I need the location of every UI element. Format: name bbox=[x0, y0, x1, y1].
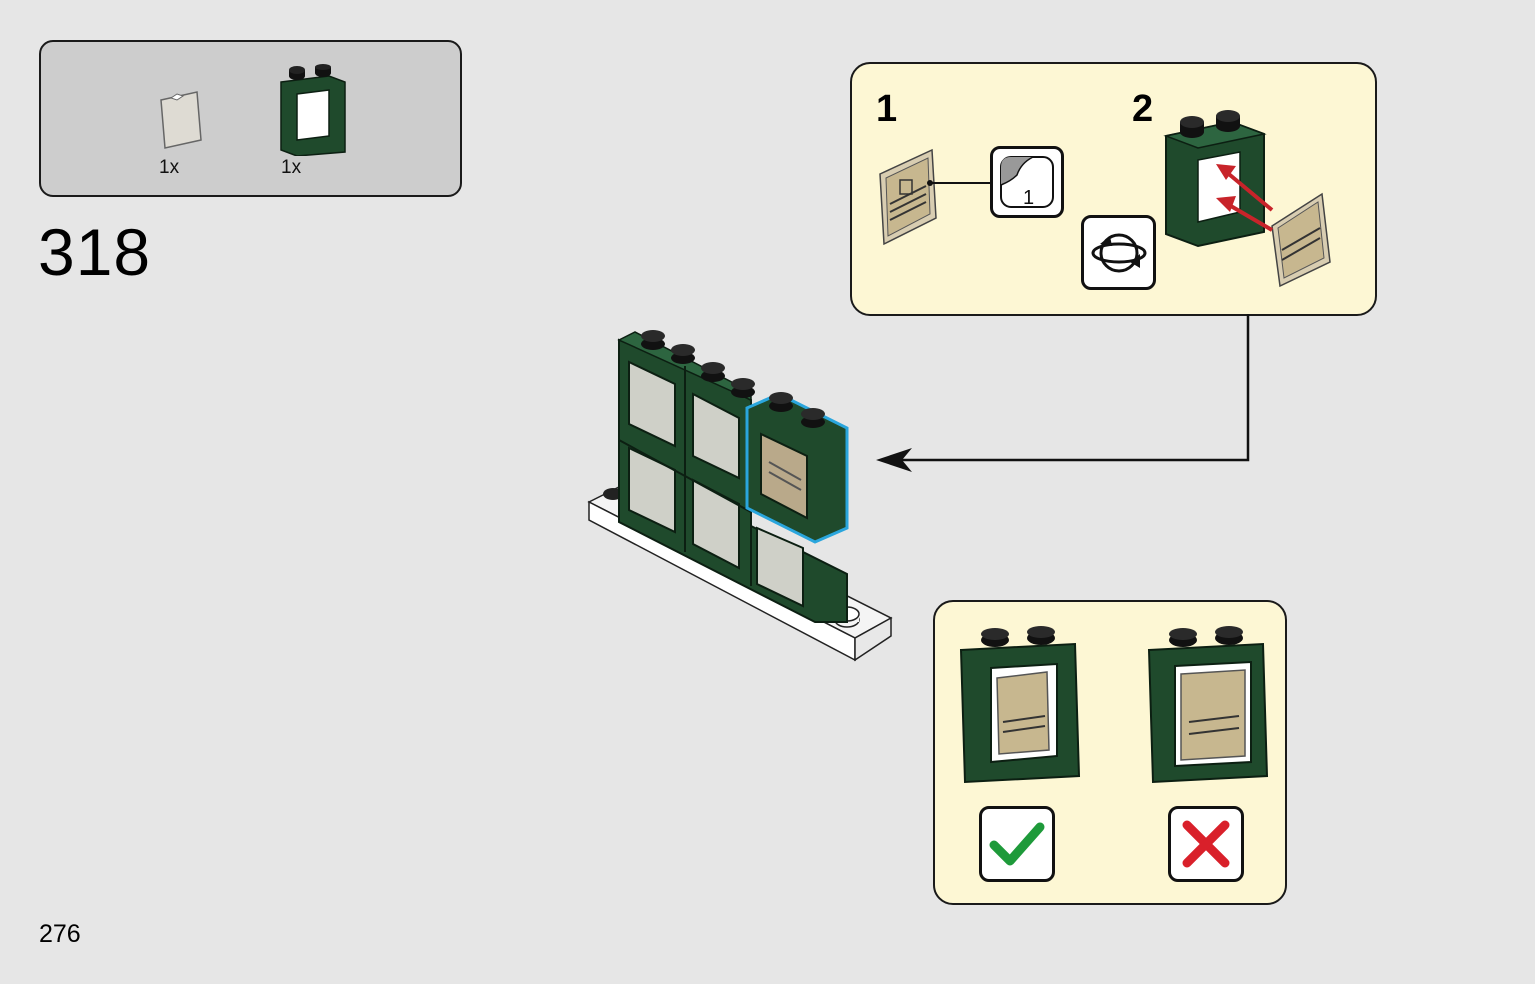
sticker-icon: 1 bbox=[990, 146, 1064, 218]
sticker-number: 1 bbox=[1023, 187, 1035, 209]
step-number: 318 bbox=[38, 215, 152, 289]
substep-label: 1 bbox=[876, 88, 898, 130]
rotate-model-icon bbox=[1081, 215, 1156, 290]
orientation-callout bbox=[933, 600, 1287, 905]
window-frame-part bbox=[280, 64, 346, 156]
parts-list: 1x 1x bbox=[39, 40, 462, 197]
glass-pane-with-sticker bbox=[879, 148, 937, 246]
substep-label: 2 bbox=[1132, 88, 1154, 130]
part-quantity: 1x bbox=[159, 157, 180, 178]
part-quantity: 1x bbox=[281, 157, 302, 178]
check-icon bbox=[979, 806, 1055, 882]
main-model bbox=[587, 330, 893, 662]
incorrect-orientation-example bbox=[1147, 626, 1269, 784]
callout-arrow bbox=[876, 314, 1250, 472]
page-number: 276 bbox=[39, 920, 81, 948]
cross-icon bbox=[1168, 806, 1244, 882]
frame-insertion-diagram bbox=[1163, 110, 1331, 288]
connector-line bbox=[927, 180, 996, 186]
correct-orientation-example bbox=[959, 626, 1081, 784]
glass-pane-part bbox=[160, 91, 202, 149]
substep-callout: 1 2 1 bbox=[850, 62, 1377, 316]
